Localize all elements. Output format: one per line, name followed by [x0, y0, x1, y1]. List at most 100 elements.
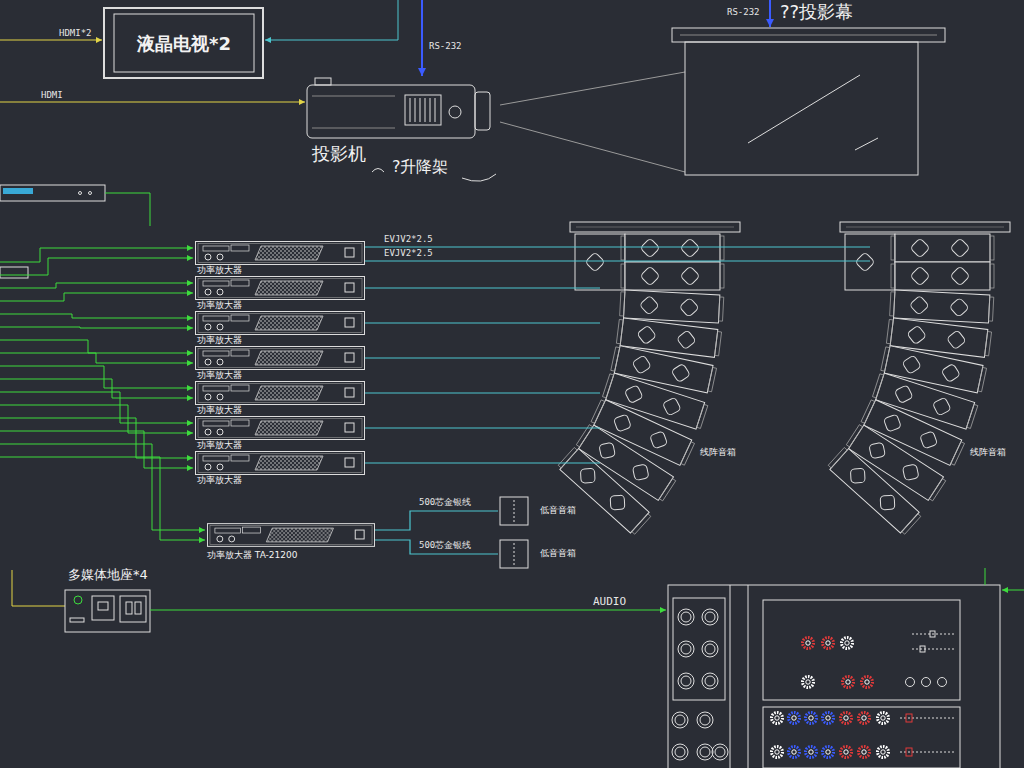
rack-devices [79, 192, 82, 195]
line-array-speaker: 线阵音箱 [600, 220, 760, 530]
mixer-drawing [772, 747, 783, 758]
amplifier-input-wires [0, 353, 193, 363]
mixer-drawing [843, 677, 854, 688]
subwoofer-drawings [500, 540, 528, 568]
projection-beam [500, 72, 685, 105]
mixer-drawing [823, 713, 834, 724]
mixer-drawing [906, 678, 915, 687]
mixer-drawing [789, 713, 800, 724]
amplifier-input-wires [0, 283, 193, 288]
signal-label: HDMI*2 [58, 29, 93, 39]
screen-drawing [680, 35, 937, 36]
mixer-drawing [673, 598, 725, 700]
mixer-drawing [806, 747, 817, 758]
amplifier-drawings [196, 382, 365, 405]
subwoofer-drawings [514, 543, 515, 565]
floor-box-drawing [70, 618, 84, 622]
screen-drawing [748, 75, 860, 143]
amplifier-box: 功率放大器 [195, 346, 365, 382]
speaker-cable [365, 462, 600, 463]
speaker-cable [365, 246, 870, 247]
projection-beam [500, 122, 685, 172]
amplifier-drawings [196, 277, 365, 300]
rack-devices [0, 267, 28, 278]
floor-box-drawing [135, 602, 141, 614]
floor-box-drawing [98, 602, 108, 610]
amplifier-input-wires [0, 457, 205, 540]
mixer-drawing [985, 568, 986, 585]
amplifier-input-wires [0, 293, 193, 301]
mixer-drawing [912, 649, 955, 650]
cable-label: EVJV2*2.5 [383, 235, 434, 245]
tv-drawing [104, 8, 263, 78]
amplifier-drawings [207, 524, 374, 547]
line-array-drawings [532, 222, 740, 554]
mixer-drawing [789, 747, 800, 758]
projector-drawing [307, 85, 475, 138]
node-label: 线阵音箱 [970, 448, 1006, 458]
mixer-drawing [859, 713, 870, 724]
mixer-drawing [678, 673, 694, 689]
mixer-drawing [672, 712, 688, 728]
node-label: 功率放大器 [197, 301, 242, 311]
speaker-cable [365, 392, 600, 393]
screen-drawing [855, 138, 878, 150]
line-array-drawings [532, 222, 1010, 554]
projection-beam [500, 72, 685, 172]
mixer-drawing [841, 747, 852, 758]
mixer-drawing [748, 585, 749, 768]
node-label: 功率放大器 [197, 266, 242, 276]
node-label: ??投影幕 [780, 2, 853, 22]
mixer-drawing [772, 713, 783, 724]
node-label: 功率放大器 [197, 371, 242, 381]
signal-wires [265, 0, 398, 40]
mixer-drawing [878, 713, 889, 724]
mixer-drawing [859, 747, 870, 758]
mixer-drawing [878, 747, 889, 758]
tv-drawing [114, 14, 254, 72]
mixer-drawing [712, 744, 728, 760]
cable-label: 500芯金银线 [418, 498, 472, 508]
mixer-drawing [702, 641, 718, 657]
mixer-drawing [730, 585, 731, 768]
cable-label: EVJV2*2.5 [383, 249, 434, 259]
line-array-drawings [802, 222, 1010, 554]
node-label: 功率放大器 [197, 476, 242, 486]
screen-drawing [685, 42, 918, 175]
mixer-drawing [906, 748, 912, 756]
node-label: 线阵音箱 [700, 448, 736, 458]
line-array-speaker: 线阵音箱 [870, 220, 1020, 530]
speaker-cable [365, 322, 600, 323]
mixer-drawing [668, 585, 1000, 768]
node-label: ?升降架 [392, 158, 449, 176]
amplifier-drawings [196, 347, 365, 370]
amplifier-input-wires [0, 314, 193, 318]
amplifier-box: 功率放大器 [195, 416, 365, 452]
amplifier-box: 功率放大器 [195, 311, 365, 347]
floor-box-drawing [92, 596, 114, 620]
node-label: 功率放大器 [197, 441, 242, 451]
mixer-drawing [1002, 590, 1024, 591]
projection-screen: ??投影幕 [670, 0, 950, 178]
projector-drawing [410, 98, 435, 122]
mixer-drawing [842, 638, 853, 649]
floor-box-drawing [120, 596, 146, 622]
mixer-drawing [702, 673, 718, 689]
node-label: 功率放大器 [197, 336, 242, 346]
projector-drawing [449, 106, 461, 118]
signal-label: AUDIO [592, 596, 627, 608]
mixer-drawing [803, 677, 814, 688]
amplifier-box: 功率放大器 [195, 381, 365, 417]
amplifier-input-wires [0, 248, 193, 262]
mixer-drawing [672, 744, 688, 760]
floor-box: 多媒体地座*4 [62, 568, 162, 634]
amplifier-input-wires [0, 327, 193, 328]
amplifier-input-wires [0, 340, 193, 353]
projector-box: 投影机?升降架 [305, 76, 500, 188]
amplifier-drawings [196, 312, 365, 335]
subwoofer-box: 低音音箱 [498, 539, 598, 571]
mixer-drawing [668, 568, 1024, 768]
mixer-drawing [906, 714, 912, 722]
rack-devices [3, 188, 33, 194]
amplifier-input-wires [0, 379, 193, 398]
